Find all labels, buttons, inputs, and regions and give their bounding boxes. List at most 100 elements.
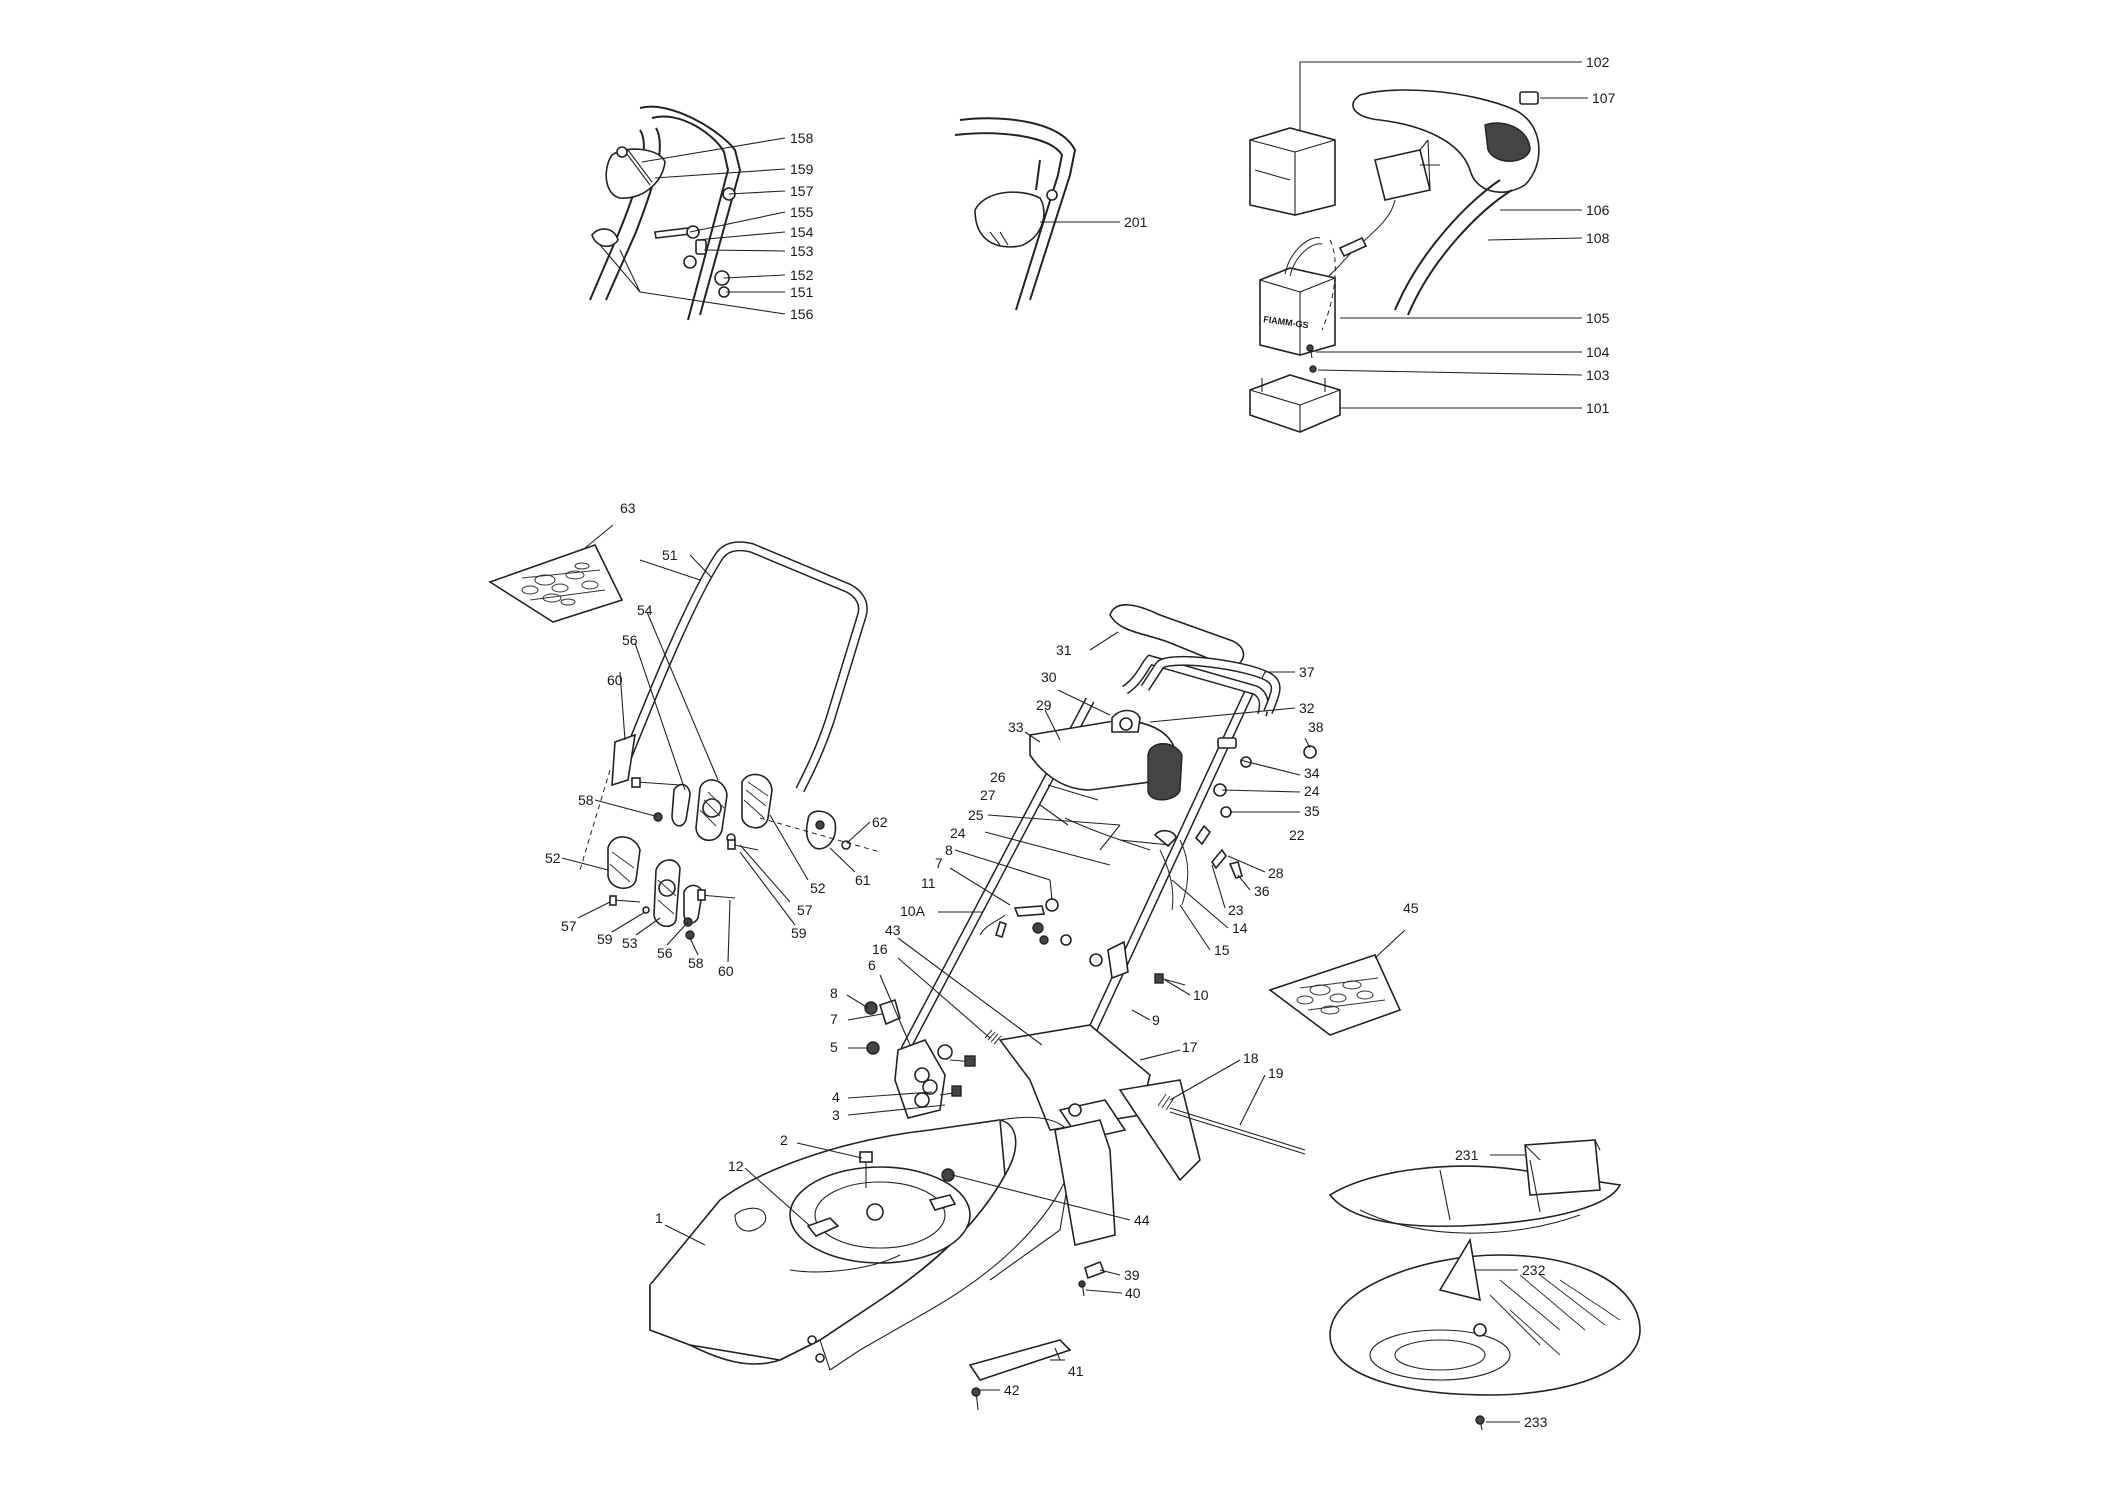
mower-deck-1 — [649, 1116, 1116, 1411]
label-17: 17 — [1182, 1039, 1198, 1055]
label-52-right: 52 — [810, 880, 826, 896]
handle-brackets — [864, 998, 1306, 1182]
label-60-upper: 60 — [607, 672, 623, 688]
label-10A: 10A — [900, 903, 926, 919]
hardware-bag-63 — [488, 524, 624, 623]
label-9: 9 — [1152, 1012, 1160, 1028]
label-11: 11 — [921, 875, 936, 891]
label-24-upper: 24 — [1304, 783, 1320, 799]
label-57-right: 57 — [797, 902, 813, 918]
label-53: 53 — [622, 935, 638, 951]
throttle-leader-lines — [599, 137, 786, 315]
lower-handle-9 — [900, 654, 1317, 1103]
control-cables-and-levers — [979, 817, 1243, 1051]
label-153: 153 — [790, 243, 814, 259]
label-101: 101 — [1586, 400, 1610, 416]
label-63: 63 — [620, 500, 636, 516]
part-labels: 158 159 157 155 154 153 152 151 156 201 … — [545, 54, 1616, 1430]
label-60-lower: 60 — [718, 963, 734, 979]
label-59-left: 59 — [597, 931, 613, 947]
label-51: 51 — [662, 547, 678, 563]
label-4: 4 — [832, 1089, 840, 1105]
label-35: 35 — [1304, 803, 1320, 819]
mulching-plug-231 — [1328, 1139, 1622, 1234]
label-159: 159 — [790, 161, 814, 177]
label-52-left: 52 — [545, 850, 561, 866]
right-bottom-leader-lines — [1475, 1154, 1525, 1423]
label-42: 42 — [1004, 1382, 1020, 1398]
upper-handle-51 — [613, 541, 868, 793]
label-40: 40 — [1125, 1285, 1141, 1301]
label-26: 26 — [990, 769, 1006, 785]
label-32: 32 — [1299, 700, 1315, 716]
cover-detail — [954, 117, 1120, 311]
label-155: 155 — [790, 204, 814, 220]
label-5: 5 — [830, 1039, 838, 1055]
label-105: 105 — [1586, 310, 1610, 326]
label-44: 44 — [1134, 1212, 1150, 1228]
label-8-upper: 8 — [945, 842, 953, 858]
label-58-upper: 58 — [578, 792, 594, 808]
label-201: 201 — [1124, 214, 1148, 230]
label-54: 54 — [637, 602, 653, 618]
battery-kit-detail: FIAMM-GS — [1249, 89, 1540, 433]
label-2: 2 — [780, 1132, 788, 1148]
label-25: 25 — [968, 807, 984, 823]
label-8-lower: 8 — [830, 985, 838, 1001]
label-10: 10 — [1193, 987, 1209, 1003]
label-62: 62 — [872, 814, 888, 830]
handle-knob-parts — [579, 733, 881, 940]
label-7-upper: 7 — [935, 855, 943, 871]
label-58-lower: 58 — [688, 955, 704, 971]
label-102: 102 — [1586, 54, 1610, 70]
throttle-lever-detail — [589, 105, 742, 321]
label-6: 6 — [868, 957, 876, 973]
label-22: 22 — [1289, 827, 1305, 843]
label-12: 12 — [728, 1158, 744, 1174]
label-56-upper: 56 — [622, 632, 638, 648]
label-61: 61 — [855, 872, 871, 888]
label-30: 30 — [1041, 669, 1057, 685]
label-59-right: 59 — [791, 925, 807, 941]
label-31: 31 — [1056, 642, 1072, 658]
label-19: 19 — [1268, 1065, 1284, 1081]
label-151: 151 — [790, 284, 814, 300]
label-29: 29 — [1036, 697, 1052, 713]
label-57-left: 57 — [561, 918, 577, 934]
label-23: 23 — [1228, 902, 1244, 918]
label-107: 107 — [1592, 90, 1616, 106]
deck-leader-lines — [664, 1142, 1131, 1391]
label-27: 27 — [980, 787, 996, 803]
label-41: 41 — [1068, 1363, 1084, 1379]
label-39: 39 — [1124, 1267, 1140, 1283]
label-15: 15 — [1214, 942, 1230, 958]
label-28: 28 — [1268, 865, 1284, 881]
label-232: 232 — [1522, 1262, 1546, 1278]
label-16: 16 — [872, 941, 888, 957]
label-3: 3 — [832, 1107, 840, 1123]
label-231: 231 — [1455, 1147, 1479, 1163]
label-7-lower: 7 — [830, 1011, 838, 1027]
blade-shield-232 — [1329, 1237, 1641, 1431]
label-1: 1 — [655, 1210, 663, 1226]
label-37: 37 — [1299, 664, 1315, 680]
label-152: 152 — [790, 267, 814, 283]
label-43: 43 — [885, 922, 901, 938]
center-leader-lines — [846, 631, 1311, 1126]
grip-31 — [1109, 604, 1245, 669]
label-56-lower: 56 — [657, 945, 673, 961]
battery-leader-lines — [1299, 61, 1588, 409]
label-104: 104 — [1586, 344, 1610, 360]
label-103: 103 — [1586, 367, 1610, 383]
label-36: 36 — [1254, 883, 1270, 899]
label-158: 158 — [790, 130, 814, 146]
label-33: 33 — [1008, 719, 1024, 735]
label-38: 38 — [1308, 719, 1324, 735]
label-34: 34 — [1304, 765, 1320, 781]
label-14: 14 — [1232, 920, 1248, 936]
label-157: 157 — [790, 183, 814, 199]
label-154: 154 — [790, 224, 814, 240]
label-233: 233 — [1524, 1414, 1548, 1430]
label-18: 18 — [1243, 1050, 1259, 1066]
